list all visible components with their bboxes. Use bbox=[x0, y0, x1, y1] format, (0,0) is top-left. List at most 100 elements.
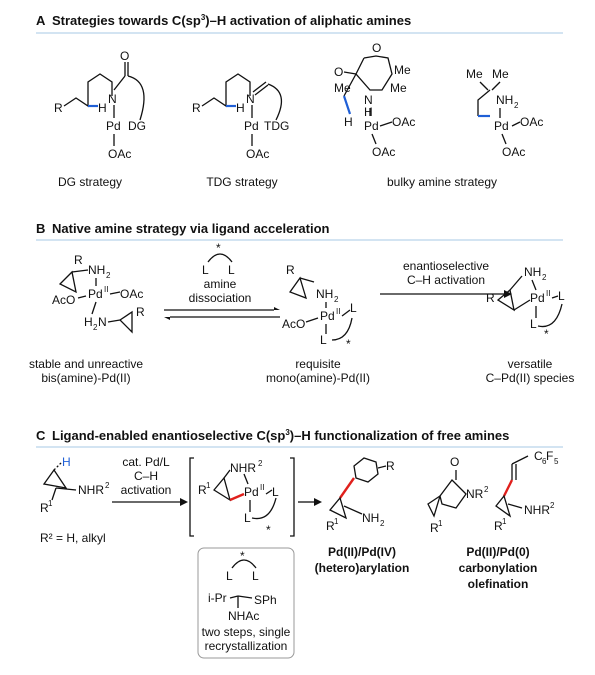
svg-text:R: R bbox=[430, 521, 439, 535]
substrate-structure: H NHR 2 R 1 bbox=[40, 455, 110, 515]
svg-text:Me: Me bbox=[394, 63, 411, 77]
svg-text:L: L bbox=[252, 569, 259, 583]
carbonylation-label-2: carbonylation bbox=[459, 561, 538, 575]
svg-text:Pd: Pd bbox=[106, 119, 121, 133]
section-a-title: Strategies towards C(sp3)–H activation o… bbox=[52, 13, 411, 28]
svg-text:N: N bbox=[246, 92, 255, 106]
tdg-structure: R H N Pd TDG OAc bbox=[192, 73, 289, 161]
svg-text:2: 2 bbox=[380, 519, 385, 528]
svg-text:Pd: Pd bbox=[320, 309, 335, 323]
svg-text:1: 1 bbox=[48, 499, 53, 508]
reaction-arrow-c bbox=[112, 498, 188, 506]
svg-text:R: R bbox=[326, 519, 335, 533]
svg-text:R: R bbox=[198, 483, 207, 497]
svg-text:Me: Me bbox=[466, 67, 483, 81]
svg-text:1: 1 bbox=[502, 517, 507, 526]
svg-text:OAc: OAc bbox=[108, 147, 131, 161]
svg-text:5: 5 bbox=[554, 457, 559, 466]
bulky-amine-strategy-label: bulky amine strategy bbox=[387, 175, 497, 189]
svg-text:R: R bbox=[74, 253, 83, 267]
svg-text:L: L bbox=[228, 263, 235, 277]
svg-text:OAc: OAc bbox=[372, 145, 395, 159]
svg-text:R: R bbox=[54, 101, 63, 115]
arylation-label-1: Pd(II)/Pd(IV) bbox=[328, 545, 396, 559]
svg-text:NH: NH bbox=[362, 511, 379, 525]
svg-text:TDG: TDG bbox=[264, 119, 289, 133]
svg-text:L: L bbox=[558, 289, 565, 303]
svg-text:Pd: Pd bbox=[530, 291, 545, 305]
svg-text:NHAc: NHAc bbox=[228, 609, 259, 623]
mono-amine-caption-2: mono(amine)-Pd(II) bbox=[266, 371, 370, 385]
svg-text:L: L bbox=[272, 485, 279, 499]
bis-amine-caption-1: stable and unreactive bbox=[29, 357, 143, 371]
svg-text:N: N bbox=[108, 92, 117, 106]
svg-text:2: 2 bbox=[542, 273, 547, 282]
svg-text:II: II bbox=[260, 483, 264, 492]
svg-text:H: H bbox=[344, 115, 353, 129]
svg-text:*: * bbox=[240, 549, 245, 563]
section-c-letter: C bbox=[36, 428, 46, 443]
svg-text:H: H bbox=[364, 105, 373, 119]
svg-text:Pd: Pd bbox=[494, 119, 509, 133]
svg-text:L: L bbox=[350, 301, 357, 315]
dg-strategy-label: DG strategy bbox=[58, 175, 122, 189]
svg-text:2: 2 bbox=[105, 481, 110, 490]
svg-text:R: R bbox=[40, 501, 49, 515]
bis-amine-caption-2: bis(amine)-Pd(II) bbox=[41, 371, 130, 385]
svg-text:AcO: AcO bbox=[52, 293, 75, 307]
svg-text:H: H bbox=[62, 455, 71, 469]
cpd-caption-1: versatile bbox=[508, 357, 553, 371]
section-b-title: Native amine strategy via ligand acceler… bbox=[52, 221, 330, 236]
section-a: A Strategies towards C(sp3)–H activation… bbox=[36, 13, 563, 189]
section-b-letter: B bbox=[36, 221, 45, 236]
carbonylation-label-3: olefination bbox=[468, 577, 529, 591]
section-c-title: Ligand-enabled enantioselective C(sp3)–H… bbox=[52, 428, 509, 443]
svg-text:O: O bbox=[372, 41, 381, 55]
svg-text:L: L bbox=[202, 263, 209, 277]
svg-text:*: * bbox=[266, 523, 271, 537]
svg-text:NHR: NHR bbox=[524, 503, 550, 517]
carbonylation-product-structure: O NR 2 R 1 bbox=[427, 455, 489, 535]
amine-caption-1: amine bbox=[204, 277, 237, 291]
svg-text:OAc: OAc bbox=[246, 147, 269, 161]
svg-text:L: L bbox=[226, 569, 233, 583]
activation-arrow bbox=[380, 290, 512, 298]
svg-text:L: L bbox=[530, 317, 537, 331]
svg-text:OAc: OAc bbox=[120, 287, 143, 301]
bulky-amine-structure-2: Me Me NH 2 Pd OAc OAc bbox=[466, 67, 543, 159]
svg-text:Pd: Pd bbox=[244, 119, 259, 133]
svg-text:i-Pr: i-Pr bbox=[208, 591, 227, 605]
svg-text:L: L bbox=[320, 333, 327, 347]
ligand-note-2: recrystallization bbox=[205, 639, 288, 653]
svg-text:II: II bbox=[546, 289, 550, 298]
svg-text:NH: NH bbox=[496, 93, 513, 107]
svg-text:6: 6 bbox=[542, 457, 547, 466]
svg-text:F: F bbox=[546, 449, 553, 463]
svg-text:O: O bbox=[120, 49, 129, 63]
svg-text:*: * bbox=[544, 327, 549, 341]
svg-text:Pd: Pd bbox=[364, 119, 379, 133]
section-b: B Native amine strategy via ligand accel… bbox=[29, 221, 574, 385]
svg-text:C: C bbox=[534, 449, 543, 463]
svg-text:1: 1 bbox=[206, 481, 211, 490]
svg-text:2: 2 bbox=[484, 485, 489, 494]
section-a-letter: A bbox=[36, 13, 46, 28]
bulky-amine-structure-1: O O Me Me Me H N H Pd OAc OAc bbox=[334, 41, 415, 159]
svg-text:Pd: Pd bbox=[244, 485, 259, 499]
condition-2: C–H bbox=[134, 469, 158, 483]
svg-text:H: H bbox=[98, 101, 107, 115]
svg-text:N: N bbox=[364, 93, 373, 107]
svg-text:SPh: SPh bbox=[254, 593, 277, 607]
svg-text:N: N bbox=[98, 315, 107, 329]
bis-amine-pd-structure: R NH 2 Pd II OAc AcO H 2 N R bbox=[52, 253, 145, 334]
mono-amine-caption-1: requisite bbox=[295, 357, 341, 371]
svg-text:NHR: NHR bbox=[230, 461, 256, 475]
svg-text:H: H bbox=[236, 101, 245, 115]
svg-text:H: H bbox=[84, 315, 93, 329]
condition-1: cat. Pd/L bbox=[122, 455, 170, 469]
svg-text:NH: NH bbox=[316, 287, 333, 301]
svg-text:2: 2 bbox=[93, 323, 98, 332]
svg-text:AcO: AcO bbox=[282, 317, 305, 331]
svg-text:R: R bbox=[494, 519, 503, 533]
